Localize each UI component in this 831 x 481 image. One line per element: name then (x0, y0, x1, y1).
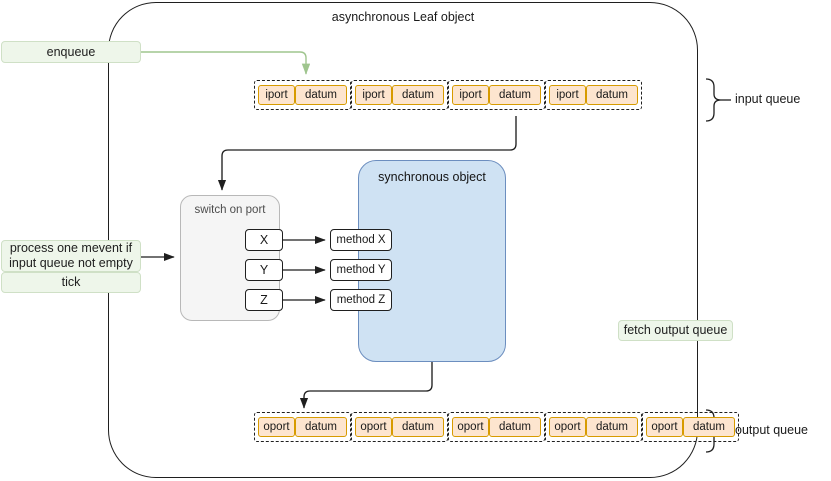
output-queue-entry-datum: datum (392, 417, 444, 437)
input-queue-entry-port: iport (258, 85, 295, 105)
message-fetch-output-queue-label: fetch output queue (623, 323, 728, 337)
port-y-box[interactable]: Y (245, 259, 283, 281)
output-queue-entry-port: oport (258, 417, 295, 437)
input-queue-entry-port: iport (452, 85, 489, 105)
method-y-label: method Y (336, 264, 386, 276)
message-tick[interactable]: tick (1, 272, 141, 293)
port-x-label: X (259, 233, 269, 247)
output-queue-entry-port: oport (646, 417, 683, 437)
message-process-line-2: input queue not empty (9, 256, 133, 270)
method-y-box[interactable]: method Y (330, 259, 392, 281)
output-queue-entry-port: oport (452, 417, 489, 437)
message-tick-label: tick (61, 275, 81, 289)
port-z-box[interactable]: Z (245, 289, 283, 311)
message-enqueue[interactable]: enqueue (1, 41, 141, 63)
method-z-box[interactable]: method Z (330, 289, 392, 311)
input-queue-entry-datum: datum (392, 85, 444, 105)
message-enqueue-label: enqueue (46, 44, 96, 59)
message-process-one-mevent[interactable]: process one mevent if input queue not em… (1, 240, 141, 272)
input-queue-label: input queue (735, 92, 801, 106)
method-z-label: method Z (336, 294, 386, 306)
input-queue-entry-datum: datum (295, 85, 347, 105)
switch-on-port-box: switch on port (180, 195, 280, 321)
output-queue-entry-datum: datum (489, 417, 541, 437)
output-queue-entry-datum: datum (586, 417, 638, 437)
output-queue-entry-datum: datum (295, 417, 347, 437)
synchronous-object-label: synchronous object (378, 170, 486, 184)
output-queue-entry-datum: datum (683, 417, 735, 437)
switch-on-port-label: switch on port (194, 204, 266, 216)
port-x-box[interactable]: X (245, 229, 283, 251)
port-z-label: Z (260, 293, 268, 307)
method-x-box[interactable]: method X (330, 229, 392, 251)
port-y-label: Y (259, 263, 269, 277)
input-queue-entry-datum: datum (586, 85, 638, 105)
input-queue-entry-port: iport (549, 85, 586, 105)
input-queue-entry-port: iport (355, 85, 392, 105)
message-fetch-output-queue[interactable]: fetch output queue (618, 320, 733, 341)
output-queue-entry-port: oport (355, 417, 392, 437)
output-queue-label: output queue (735, 423, 808, 437)
page-title: asynchronous Leaf object (331, 10, 475, 24)
message-process-line-1: process one mevent if (9, 241, 133, 255)
input-queue-entry-datum: datum (489, 85, 541, 105)
brace-input-queue (705, 78, 722, 122)
method-x-label: method X (336, 234, 386, 246)
output-queue-entry-port: oport (549, 417, 586, 437)
